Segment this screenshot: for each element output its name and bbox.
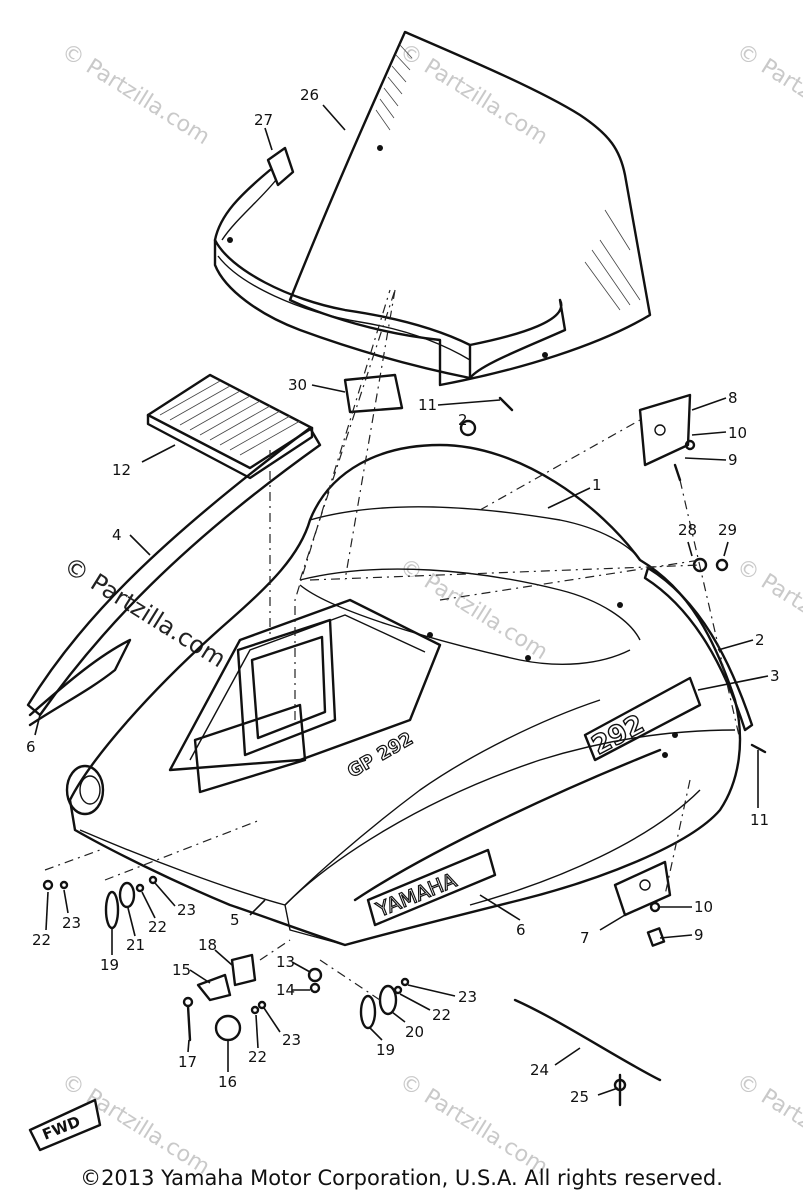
hood: 292 GP 292 YAMAHA (65, 443, 742, 947)
callout-14: 14 (276, 981, 295, 999)
callout-3: 3 (770, 667, 780, 685)
callout-23: 23 (62, 914, 81, 932)
label-30 (343, 373, 404, 414)
callout-numbers: 26 27 30 11 8 10 9 2 12 1 4 28 29 2 3 6 … (26, 86, 780, 1106)
brand-decal-text: YAMAHA (372, 868, 460, 922)
model-decal-text: GP 292 (344, 728, 417, 782)
callout-23: 23 (177, 901, 196, 919)
callout-22: 22 (148, 918, 167, 936)
callout-23: 23 (458, 988, 477, 1006)
fwd-label: FWD (40, 1112, 83, 1143)
watermark: © Partzilla.com (732, 39, 803, 150)
callout-2: 2 (755, 631, 765, 649)
leader-lines (34, 104, 769, 1096)
callout-22: 22 (432, 1006, 451, 1024)
callout-19: 19 (100, 956, 119, 974)
callout-22: 22 (32, 931, 51, 949)
callout-21: 21 (126, 936, 145, 954)
callout-2: 2 (458, 411, 468, 429)
callout-6: 6 (516, 921, 526, 939)
callout-27: 27 (254, 111, 273, 129)
bracket-7 (613, 860, 672, 917)
callout-5: 5 (230, 911, 240, 929)
watermark: © Partzilla.com (732, 554, 803, 665)
callout-22: 22 (248, 1048, 267, 1066)
callout-8: 8 (728, 389, 738, 407)
callout-16: 16 (218, 1073, 237, 1091)
callout-10: 10 (728, 424, 747, 442)
callout-26: 26 (300, 86, 319, 104)
bracket-8 (638, 393, 692, 482)
callout-11: 11 (750, 811, 769, 829)
windshield (213, 30, 652, 387)
callout-17: 17 (178, 1053, 197, 1071)
callout-6: 6 (26, 738, 36, 756)
callout-12: 12 (112, 461, 131, 479)
watermark: © Partzilla.com (395, 39, 552, 150)
callout-18: 18 (198, 936, 217, 954)
callout-23: 23 (282, 1031, 301, 1049)
copyright-notice: ©2013 Yamaha Motor Corporation, U.S.A. A… (80, 1166, 723, 1190)
callout-30: 30 (288, 376, 307, 394)
callout-15: 15 (172, 961, 191, 979)
callout-9: 9 (728, 451, 738, 469)
callout-9: 9 (694, 926, 704, 944)
callout-20: 20 (405, 1023, 424, 1041)
callout-7: 7 (580, 929, 590, 947)
callout-29: 29 (718, 521, 737, 539)
watermark: © Partzilla.com (395, 1069, 552, 1180)
watermark: © Partzilla.com (57, 39, 214, 150)
callout-28: 28 (678, 521, 697, 539)
callout-24: 24 (530, 1061, 549, 1079)
edge-trim-2 (643, 566, 754, 732)
callout-19: 19 (376, 1041, 395, 1059)
side-trim-left (26, 426, 322, 727)
assembly-lines (44, 289, 741, 1001)
callout-25: 25 (570, 1088, 589, 1106)
callout-10: 10 (694, 898, 713, 916)
bracket-27 (221, 146, 295, 241)
callout-4: 4 (112, 526, 122, 544)
fasteners (42, 396, 767, 1107)
watermark: © Partzilla.com (732, 1069, 803, 1180)
callout-1: 1 (592, 476, 602, 494)
callout-11: 11 (418, 396, 437, 414)
callout-13: 13 (276, 953, 295, 971)
watermarks: © Partzilla.com © Partzilla.com © Partzi… (57, 39, 803, 1180)
grille-12 (146, 373, 314, 480)
